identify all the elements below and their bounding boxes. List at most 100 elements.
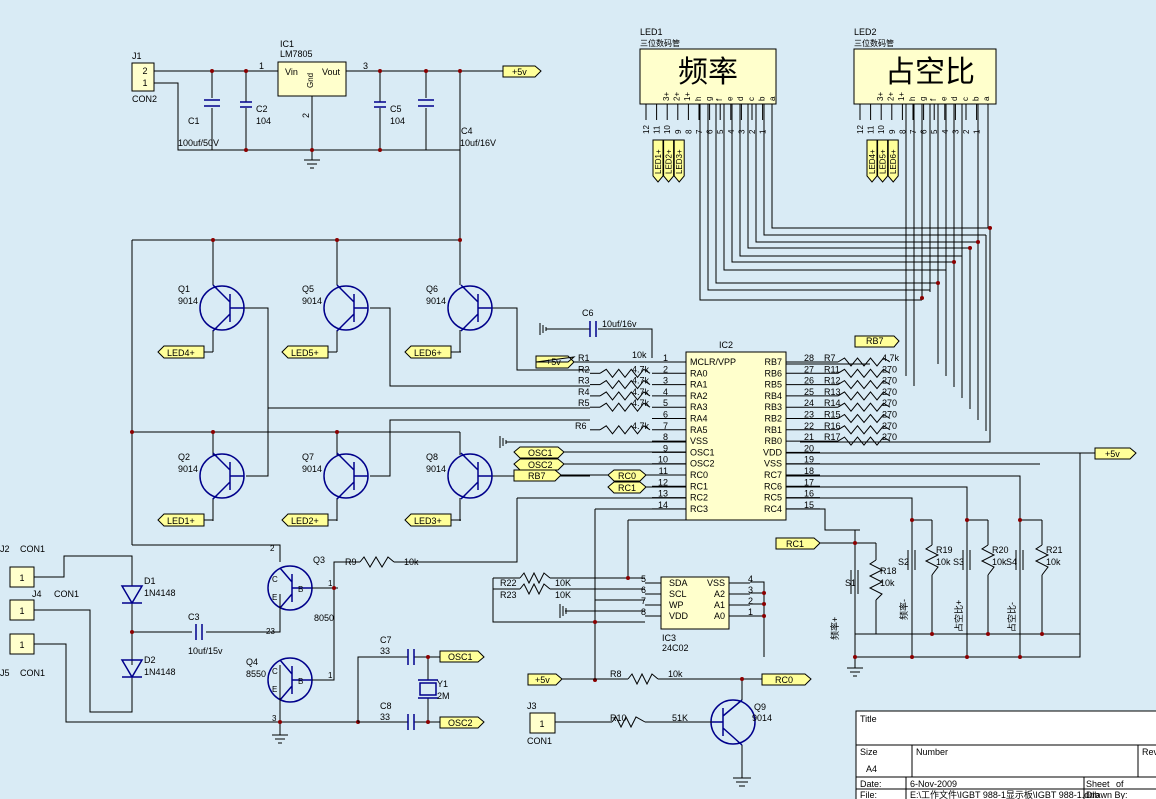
s1-label: 频率+	[829, 617, 840, 640]
ic3-pin-name: A2	[714, 589, 725, 599]
led1-digit-flag-label: LED1+	[654, 149, 663, 174]
ic2-pin-number: 21	[804, 432, 814, 442]
q4-value: 8550	[246, 669, 266, 679]
c7-value: 33	[380, 646, 390, 656]
ic2-pin-name: RC6	[764, 481, 782, 491]
ic2-pin-name: RB6	[764, 368, 782, 378]
ic3-pin-number: 7	[641, 596, 646, 606]
resistor-value: 270	[882, 432, 897, 442]
ic2-pin-number: 19	[804, 455, 814, 465]
led1-display-text: 频率	[678, 55, 738, 90]
ic2-pin-name: RB2	[764, 414, 782, 424]
resistor-ref: R1	[578, 353, 590, 363]
ic2-pin-name: RC0	[690, 470, 708, 480]
c6-value: 10uf/16v	[602, 319, 637, 329]
c2-value: 104	[256, 116, 271, 126]
ic1-pin1: 1	[259, 61, 264, 71]
s4-ref: S4	[1006, 557, 1017, 567]
q4-ref: Q4	[246, 657, 258, 667]
j4-value: CON1	[54, 589, 79, 599]
ic2-pin-name: RA5	[690, 425, 708, 435]
ic2-pin-name: RA2	[690, 391, 708, 401]
j1-value: CON2	[132, 94, 157, 104]
ic1-value: LM7805	[280, 49, 313, 59]
j2-value: CON1	[20, 544, 45, 554]
resistor-value: 4.7k	[632, 421, 650, 431]
svg-text:OSC1: OSC1	[528, 448, 553, 458]
transistor-pin-c: C	[272, 575, 278, 584]
s3-label: 占空比+	[953, 600, 964, 632]
ic1-pin-vin: Vin	[285, 67, 298, 77]
ic3-pin-name: SCL	[669, 589, 687, 599]
c6-ref: C6	[582, 308, 594, 318]
led2-segment-label: 1+	[897, 92, 906, 101]
transistor-ref: Q2	[178, 452, 190, 462]
ic2-pin-name: RA1	[690, 380, 708, 390]
led2-body	[853, 48, 997, 105]
led1-segment-label: g	[704, 97, 713, 101]
ic3-pin-name: A1	[714, 600, 725, 610]
svg-text:3: 3	[272, 714, 277, 723]
led2-segment-label: f	[929, 98, 938, 101]
svg-text:+5v: +5v	[535, 675, 550, 685]
led1-subtitle: 三位数码管	[640, 38, 680, 48]
resistor-value: 4.7k	[632, 387, 650, 397]
ic2-pin-name: RC5	[764, 493, 782, 503]
led1-ref: LED1	[640, 27, 663, 37]
led1-pin-number: 12	[642, 125, 651, 134]
ic2-pin-number: 25	[804, 387, 814, 397]
ic3-ref: IC3	[662, 633, 676, 643]
j1-connector	[131, 62, 155, 92]
resistor-value: 4.7k	[632, 364, 650, 374]
s2-label: 频率-	[898, 599, 909, 620]
ic3-pin-number: 1	[748, 607, 753, 617]
d2-ref: D2	[144, 655, 156, 665]
ic1-pin-vout: Vout	[322, 67, 341, 77]
svg-text:RB7: RB7	[528, 471, 546, 481]
led1-segment-label: b	[757, 96, 766, 101]
led1-pin-number: 2	[748, 129, 757, 134]
ic3-pin-number: 4	[748, 574, 753, 584]
led1-digit-flag	[673, 139, 685, 183]
led1-segment-label: d	[736, 97, 745, 101]
j5-value: CON1	[20, 668, 45, 678]
title-block-frame	[855, 710, 1156, 799]
ic1-pin-gnd: Gnd	[306, 73, 315, 88]
led2-subtitle: 三位数码管	[854, 38, 894, 48]
transistor-ref: Q5	[302, 284, 314, 294]
ic2-pin-number: 2	[663, 364, 668, 374]
r8-value: 10k	[668, 669, 683, 679]
number-label: Number	[916, 747, 948, 757]
transistor-pin-b: B	[298, 585, 303, 594]
ic3-pin-name: SDA	[669, 578, 688, 588]
resistor-ref: R3	[578, 376, 590, 386]
ic2-pin-name: RB1	[764, 425, 782, 435]
r9-value: 10k	[404, 557, 419, 567]
ic2-pin-name: RB7	[764, 357, 782, 367]
ic3-body	[660, 576, 730, 630]
j3-ref: J3	[527, 701, 537, 711]
r18-ref: R18	[880, 566, 897, 576]
date-value: 6-Nov-2009	[910, 779, 957, 789]
ic2-pin-number: 1	[663, 353, 668, 363]
file-label: File:	[860, 790, 877, 799]
transistor-pin-e: E	[272, 685, 277, 694]
size-label: Size	[860, 747, 878, 757]
power-supply: 2 1 J1 CON2 IC1 LM7805 Vin Vout Gnd 1 3 …	[131, 39, 542, 240]
r21-ref: R21	[1046, 545, 1063, 555]
ic2-pin-number: 15	[804, 500, 814, 510]
led2-pin-number: 12	[856, 125, 865, 134]
led1-segment-label: 1+	[683, 92, 692, 101]
ic3-value: 24C02	[662, 643, 689, 653]
led2-pin-number: 9	[888, 129, 897, 134]
ic2-pin-number: 18	[804, 466, 814, 476]
resistor-ref: R14	[824, 398, 841, 408]
resistor-value: 270	[882, 364, 897, 374]
led2-pin-number: 5	[930, 129, 939, 134]
transistor-value: 9014	[178, 296, 198, 306]
